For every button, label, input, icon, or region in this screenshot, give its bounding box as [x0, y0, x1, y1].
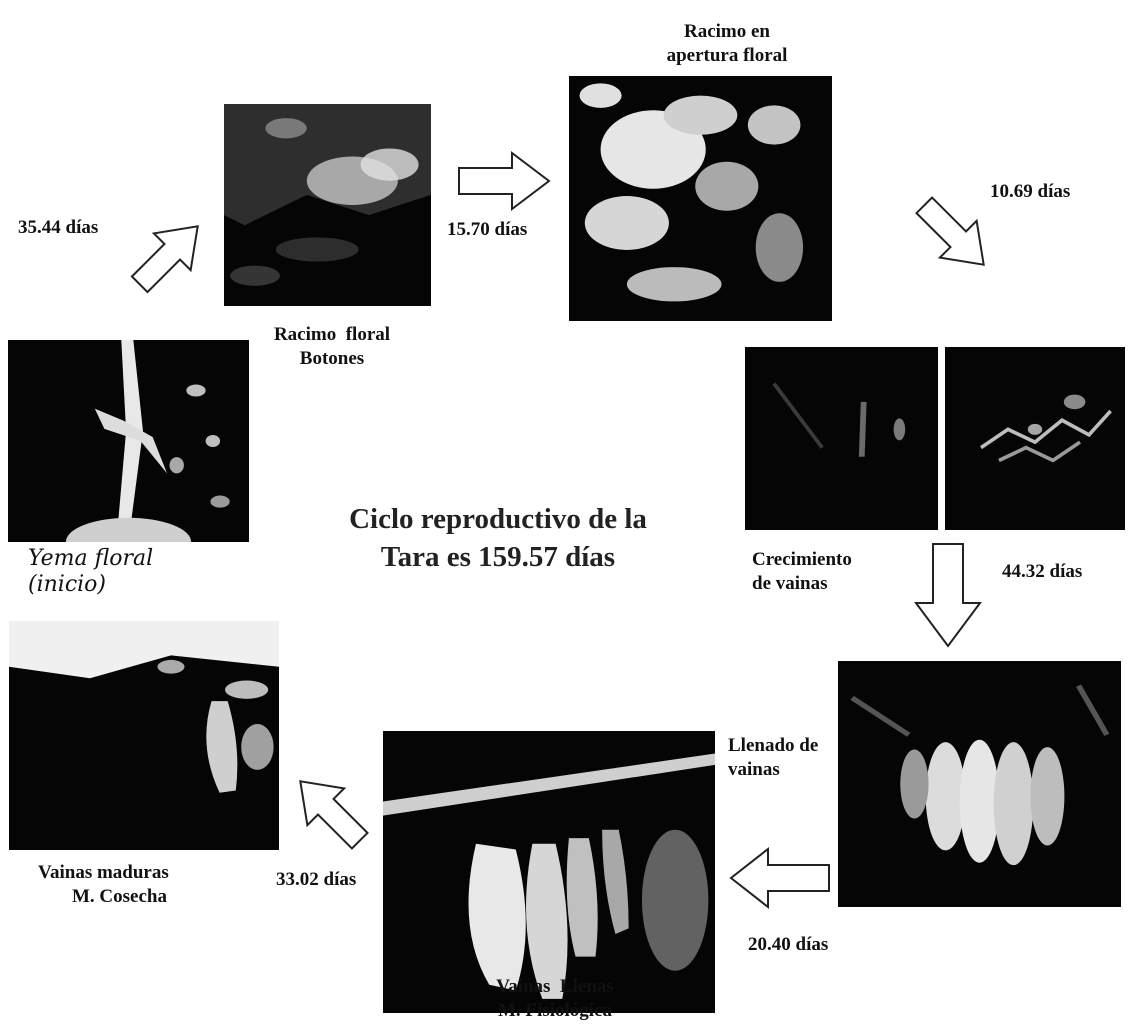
photo-llenado-vainas	[838, 661, 1121, 907]
stage-label-line: Llenado de	[728, 734, 818, 758]
stage-label-line: Racimo floral	[252, 323, 412, 347]
stage-label-line: Yema floral	[28, 546, 153, 572]
duration-label-6: 33.02 días	[276, 868, 356, 892]
stage-label-line: Vainas Llenas	[455, 975, 655, 999]
arrow-up-left	[282, 763, 378, 859]
stage-label-line: M. Fisiológica	[455, 999, 655, 1023]
stage-label-maduras: Vainas maduras M. Cosecha	[38, 861, 169, 909]
stage-label-line: Vainas maduras	[38, 861, 169, 885]
photo-crecimiento-vainas-left	[745, 347, 938, 530]
cycle-title: Ciclo reproductivo de la Tara es 159.57 …	[318, 500, 678, 576]
photo-racimo-floral-botones	[224, 104, 431, 306]
stage-label-yema: Yema floral (inicio)	[28, 546, 153, 598]
arrow-down-right	[907, 188, 1001, 282]
photo-vainas-maduras	[9, 621, 279, 850]
stage-label-racimo-floral: Racimo floral Botones	[252, 323, 412, 371]
duration-label-5: 20.40 días	[748, 933, 828, 957]
arrow-down	[913, 541, 983, 649]
stage-label-line: vainas	[728, 758, 818, 782]
stage-label-line: de vainas	[752, 572, 852, 596]
arrow-left-bottom	[728, 845, 832, 911]
stage-label-line: Racimo en	[632, 20, 822, 44]
arrow-right-top	[456, 150, 552, 212]
stage-label-line: Crecimiento	[752, 548, 852, 572]
duration-label-3: 10.69 días	[990, 180, 1070, 204]
photo-racimo-apertura-floral	[569, 76, 832, 321]
stage-label-line: Botones	[252, 347, 412, 371]
duration-label-1: 35.44 días	[18, 216, 98, 240]
cycle-title-line2: Tara es 159.57 días	[318, 538, 678, 576]
arrow-up-right	[122, 210, 214, 302]
stage-label-apertura: Racimo en apertura floral	[632, 20, 822, 68]
photo-crecimiento-vainas-right	[945, 347, 1125, 530]
photo-yema-floral	[8, 340, 249, 542]
stage-label-line: (inicio)	[28, 572, 153, 598]
stage-label-vainas-llenas: Vainas Llenas M. Fisiológica	[455, 975, 655, 1023]
cycle-title-line1: Ciclo reproductivo de la	[318, 500, 678, 538]
stage-label-crecimiento: Crecimiento de vainas	[752, 548, 852, 596]
stage-label-line: M. Cosecha	[38, 885, 169, 909]
stage-label-llenado: Llenado de vainas	[728, 734, 818, 782]
duration-label-2: 15.70 días	[447, 218, 527, 242]
stage-label-line: apertura floral	[632, 44, 822, 68]
duration-label-4: 44.32 días	[1002, 560, 1082, 584]
photo-vainas-llenas	[383, 731, 715, 1013]
